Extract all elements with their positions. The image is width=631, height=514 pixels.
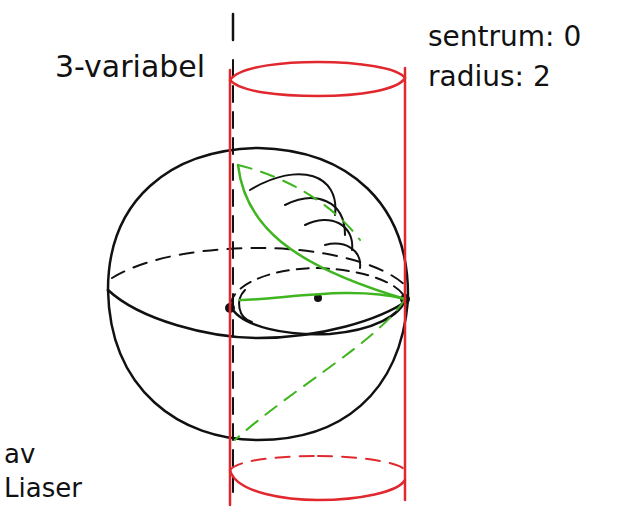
- intersection-curve: [240, 293, 405, 300]
- hatch-arc: [250, 174, 335, 215]
- cylinder-top: [230, 62, 405, 96]
- intersection-curve: [235, 299, 405, 440]
- cylinder-bottom: [230, 456, 318, 470]
- cylinder-side: [404, 68, 407, 500]
- axis-line: [232, 60, 234, 495]
- hatch-arc: [325, 244, 360, 268]
- cross-section: [230, 300, 405, 334]
- cylinder-side: [229, 70, 232, 505]
- handwritten-label: av: [4, 440, 35, 469]
- intersection-curve: [238, 165, 360, 240]
- handwritten-label: radius: 2: [428, 62, 551, 93]
- equator: [108, 290, 408, 338]
- handwritten-label: Liaser: [4, 474, 82, 503]
- cylinder-bottom: [318, 456, 405, 470]
- intersection-curve: [238, 165, 405, 299]
- hatch-arc: [285, 198, 345, 235]
- sphere-outline: [108, 290, 408, 440]
- axis-line: [232, 14, 235, 40]
- cylinder-bottom: [230, 470, 405, 500]
- small-arc: [239, 290, 252, 322]
- cross-section: [230, 268, 405, 305]
- handwritten-label: sentrum: 0: [428, 22, 581, 53]
- handwritten-label: 3-variabel: [55, 50, 205, 83]
